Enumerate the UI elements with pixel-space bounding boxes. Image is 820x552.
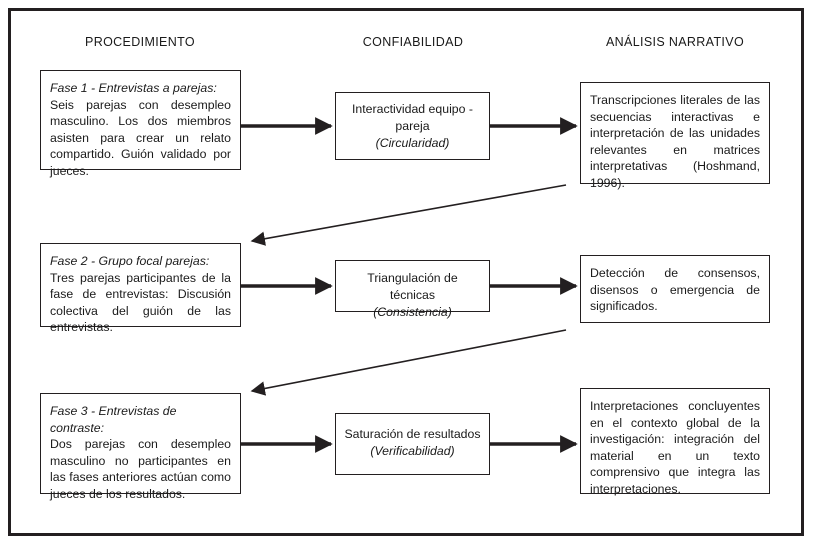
node-fase-1-reliability-text: Interactividad equipo - pareja (Circular… bbox=[336, 101, 489, 152]
node-fase-1-analysis[interactable]: Transcripciones literales de las secuenc… bbox=[580, 82, 770, 190]
node-fase-3-reliability-main: Saturación de resultados bbox=[344, 427, 481, 441]
node-fase-2-analysis-text: Detección de consensos, disensos o emerg… bbox=[590, 266, 760, 314]
node-fase-3-procedure-text: Fase 3 - Entrevistas de contraste:Dos pa… bbox=[41, 403, 240, 503]
column-header-analisis-narrativo: ANÁLISIS NARRATIVO bbox=[605, 35, 745, 49]
column-header-procedimiento: PROCEDIMIENTO bbox=[85, 35, 195, 49]
node-fase-3-procedure-body: Dos parejas con desempleo masculino no p… bbox=[50, 437, 231, 501]
node-fase-1-analysis-text: Transcripciones literales de las secuenc… bbox=[590, 93, 760, 190]
node-fase-1-procedure-text: Fase 1 - Entrevistas a parejas: Seis pare… bbox=[41, 80, 240, 180]
node-fase-3-procedure[interactable]: Fase 3 - Entrevistas de contraste:Dos pa… bbox=[40, 393, 241, 501]
node-fase-2-reliability-text: Triangulación de técnicas (Consistencia) bbox=[336, 270, 489, 321]
node-fase-3-analysis-text: Interpretaciones concluyentes en el cont… bbox=[590, 399, 760, 496]
node-fase-1-reliability-sub: (Circularidad) bbox=[375, 136, 450, 150]
node-fase-2-procedure-text: Fase 2 - Grupo focal parejas: Tres pareja… bbox=[41, 253, 240, 336]
node-fase-1-reliability-main: Interactividad equipo - pareja bbox=[352, 102, 473, 133]
node-fase-1-procedure-body: Seis parejas con desempleo masculino. Lo… bbox=[50, 97, 231, 178]
node-fase-3-analysis[interactable]: Interpretaciones concluyentes en el cont… bbox=[580, 388, 770, 496]
node-fase-3-reliability-text: Saturación de resultados (Verificabilida… bbox=[336, 426, 489, 460]
node-fase-2-procedure-lead: Fase 2 - Grupo focal parejas: bbox=[50, 254, 210, 268]
node-fase-2-reliability-sub: (Consistencia) bbox=[373, 305, 452, 319]
node-fase-3-reliability-sub: (Verificabilidad) bbox=[370, 444, 455, 458]
node-fase-3-procedure-lead: Fase 3 - Entrevistas de contraste: bbox=[50, 404, 177, 435]
node-fase-1-procedure[interactable]: Fase 1 - Entrevistas a parejas: Seis pare… bbox=[40, 70, 241, 178]
node-fase-3-reliability[interactable]: Saturación de resultados (Verificabilida… bbox=[335, 413, 490, 475]
node-fase-2-procedure[interactable]: Fase 2 - Grupo focal parejas: Tres pareja… bbox=[40, 243, 241, 334]
node-fase-2-reliability-main: Triangulación de técnicas bbox=[367, 271, 458, 302]
column-header-confiabilidad: CONFIABILIDAD bbox=[362, 35, 464, 49]
node-fase-2-procedure-body: Tres parejas participantes de la fase de… bbox=[50, 270, 231, 335]
node-fase-1-procedure-lead: Fase 1 - Entrevistas a parejas: bbox=[50, 81, 217, 95]
node-fase-2-analysis[interactable]: Detección de consensos, disensos o emerg… bbox=[580, 255, 770, 323]
node-fase-1-reliability[interactable]: Interactividad equipo - pareja (Circular… bbox=[335, 92, 490, 160]
node-fase-2-reliability[interactable]: Triangulación de técnicas (Consistencia) bbox=[335, 260, 490, 319]
